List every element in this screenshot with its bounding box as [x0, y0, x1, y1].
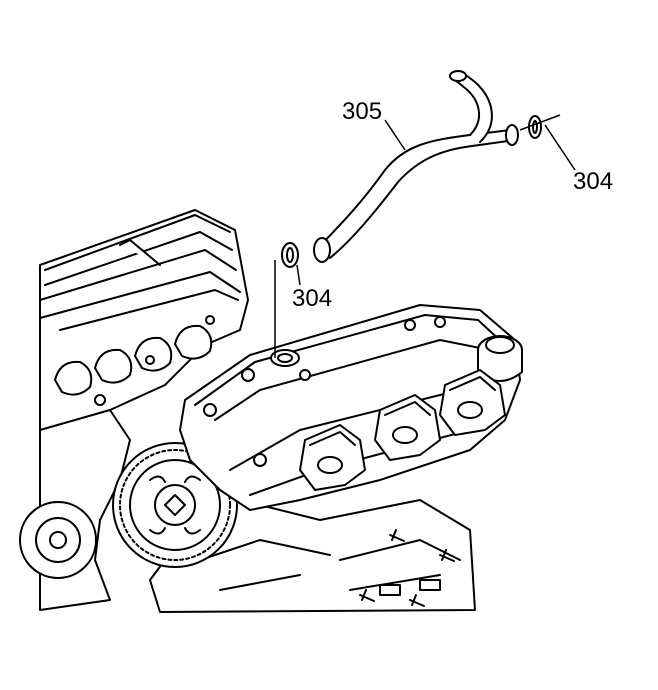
manifold-studs	[359, 529, 455, 607]
ignition-coil-1	[299, 424, 366, 491]
leader-line-305	[384, 119, 406, 151]
seal-left	[281, 242, 299, 268]
leader-line-304-left	[296, 264, 301, 286]
left-cylinder-head	[39, 209, 249, 431]
leader-line-304-right	[544, 124, 576, 171]
water-pump-pulley	[19, 501, 97, 579]
coolant-bypass-pipe	[313, 70, 519, 263]
callout-304-right: 304	[573, 168, 614, 195]
pipe-port	[270, 349, 300, 367]
callout-305: 305	[342, 98, 383, 125]
ignition-coil-3	[439, 369, 506, 436]
seal-right	[528, 115, 542, 139]
ignition-coil-2	[374, 394, 441, 461]
oil-filler-cap	[477, 335, 523, 382]
callout-304-left: 304	[292, 285, 333, 312]
leader-line-304-right-axis	[519, 114, 561, 131]
